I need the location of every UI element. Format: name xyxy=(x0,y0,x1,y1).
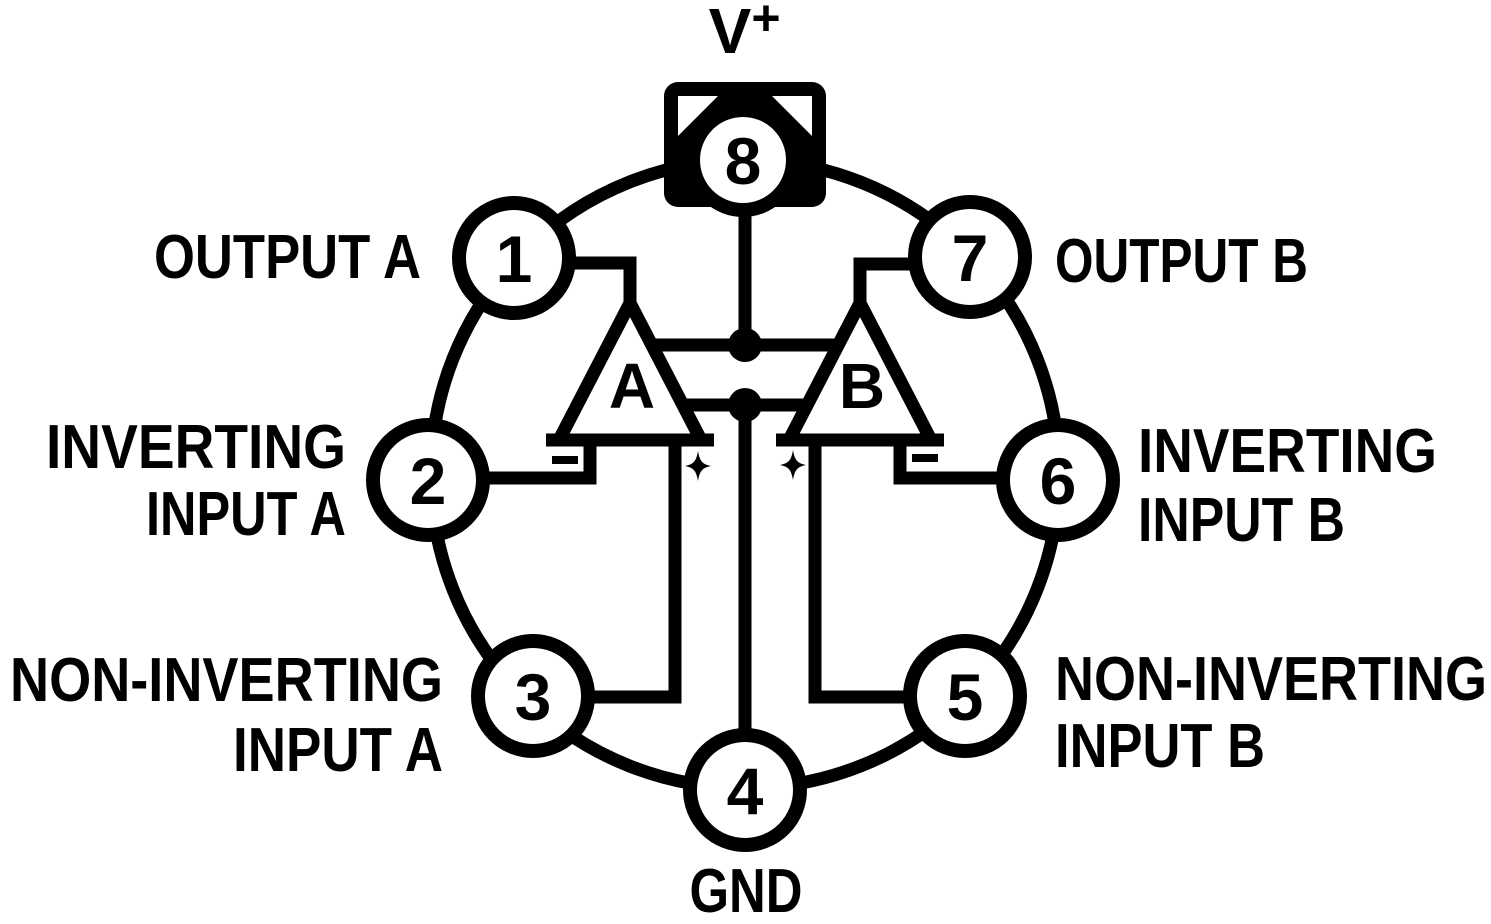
pin-2-circle xyxy=(366,418,490,542)
pin-3-number: 3 xyxy=(515,660,552,734)
opamp-a-label: A xyxy=(609,350,655,422)
pin-4-number: 4 xyxy=(727,754,764,828)
label-output-b: OUTPUT B xyxy=(1055,227,1308,296)
label-inverting-a-line1: INVERTING xyxy=(46,413,346,482)
pin-3-circle xyxy=(471,634,595,758)
label-noninverting-b-line2: INPUT B xyxy=(1055,712,1265,781)
supply-label: V xyxy=(709,0,752,67)
label-inverting-b-line1: INVERTING xyxy=(1138,417,1437,486)
pin-8-number: 8 xyxy=(725,124,762,198)
pin-7-number: 7 xyxy=(952,221,989,295)
supply-superscript: + xyxy=(751,0,780,46)
pin-4-circle xyxy=(683,728,807,852)
label-output-a: OUTPUT A xyxy=(154,223,421,292)
label-inverting-b-line2: INPUT B xyxy=(1138,486,1345,555)
junction-dot-vplus xyxy=(728,328,762,362)
pin-2-number: 2 xyxy=(410,444,447,518)
junction-dot-ground xyxy=(728,388,762,422)
plus-icon-a xyxy=(685,451,711,481)
pin-6-circle xyxy=(996,418,1120,542)
opamp-b-label: B xyxy=(839,350,885,422)
pin-1-number: 1 xyxy=(496,222,533,296)
wire-noninverting-a xyxy=(580,425,682,704)
pin-function-labels: V + OUTPUT A INVERTING INPUT A NON-INVER… xyxy=(10,0,1487,924)
plus-icon-b xyxy=(780,450,806,480)
pin-1-circle xyxy=(452,196,576,320)
tab-notch-right xyxy=(772,96,812,136)
pin-6-number: 6 xyxy=(1040,444,1077,518)
pins: 1 2 3 4 5 6 7 8 xyxy=(366,103,1120,852)
label-inverting-a-line2: INPUT A xyxy=(146,480,346,549)
tab-notch-left xyxy=(678,96,718,136)
label-noninverting-a-line2: INPUT A xyxy=(233,716,443,785)
pin-5-circle xyxy=(903,634,1027,758)
opamp-a: A xyxy=(546,296,714,481)
pin-7-circle xyxy=(908,195,1032,319)
pin-5-number: 5 xyxy=(947,660,984,734)
label-ground: GND xyxy=(690,857,803,924)
opamp-b: B xyxy=(776,296,944,480)
pin-8-circle xyxy=(686,103,800,217)
label-noninverting-a-line1: NON-INVERTING xyxy=(10,646,443,715)
label-noninverting-b-line1: NON-INVERTING xyxy=(1055,645,1487,714)
